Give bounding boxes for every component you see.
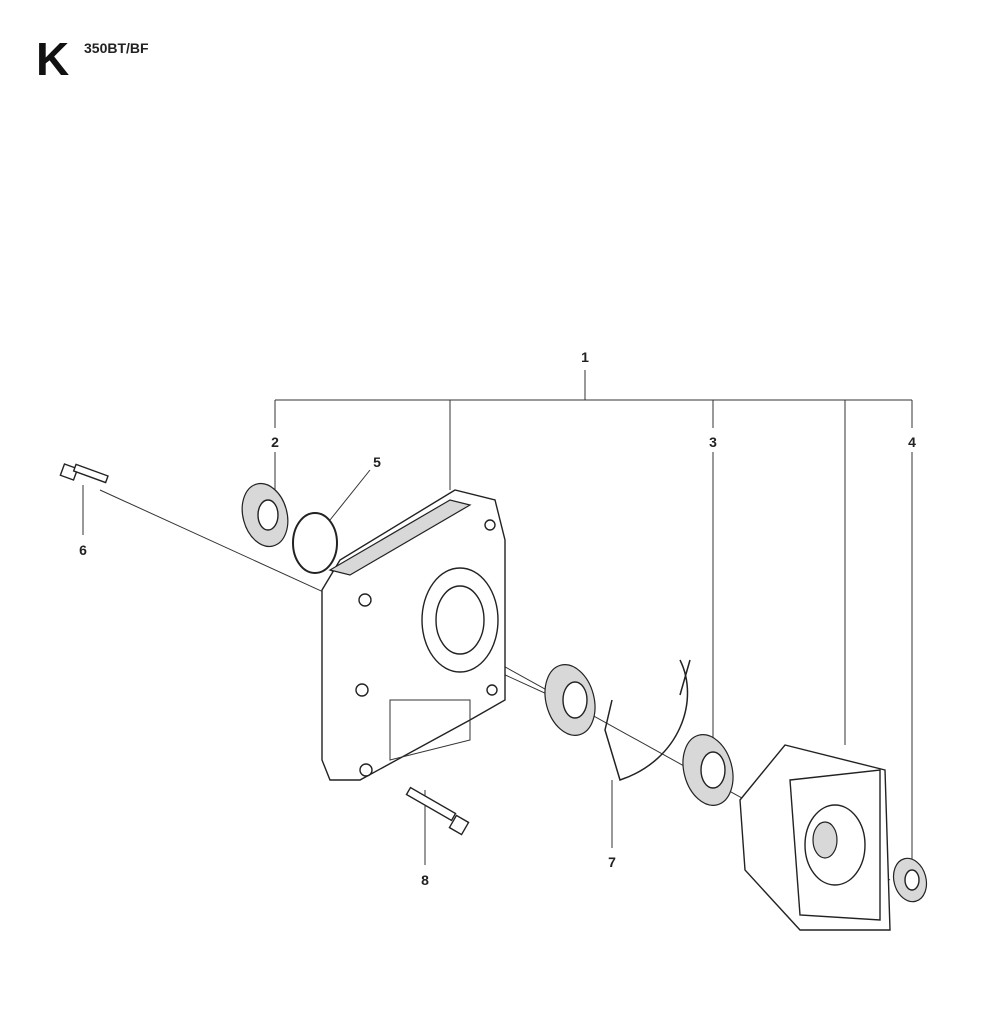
screw-8 xyxy=(405,786,470,836)
circlip-5 xyxy=(292,512,338,574)
oil-seal-2 xyxy=(241,482,289,548)
screw-6 xyxy=(59,463,109,484)
oil-seal-4 xyxy=(892,857,928,903)
section-letter: K xyxy=(36,33,70,85)
callout-3: 3 xyxy=(709,434,717,450)
callout-bracket xyxy=(82,370,913,881)
callout-8: 8 xyxy=(421,872,429,888)
gasket-7 xyxy=(604,659,691,781)
crankcase-half xyxy=(321,489,506,781)
callout-7: 7 xyxy=(608,854,616,870)
callout-6: 6 xyxy=(79,542,87,558)
model-name: 350BT/BF xyxy=(84,40,149,56)
callout-1: 1 xyxy=(581,349,589,365)
callout-2: 2 xyxy=(271,434,279,450)
crankcase-half-4 xyxy=(739,744,891,931)
ball-bearing xyxy=(544,664,596,736)
callout-5: 5 xyxy=(373,454,381,470)
callout-4: 4 xyxy=(908,434,916,450)
ball-bearing-3 xyxy=(682,734,734,806)
